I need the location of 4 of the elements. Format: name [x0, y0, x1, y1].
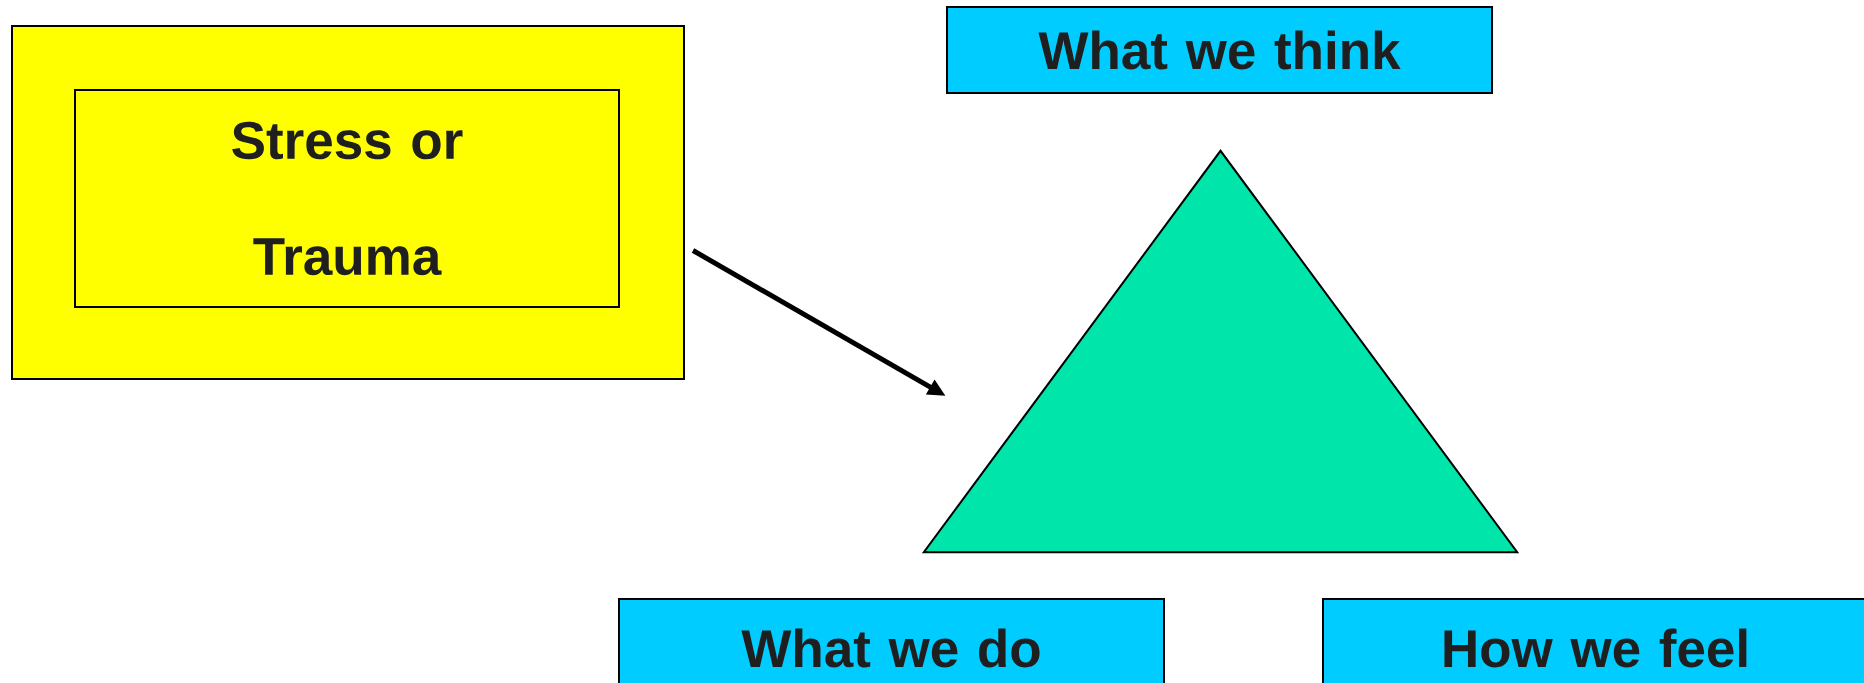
label-box: Stress or Trauma	[74, 89, 620, 308]
label-box: What we think	[946, 6, 1493, 94]
label-box: What we do	[618, 598, 1165, 683]
label-box: How we feel	[1322, 598, 1864, 683]
